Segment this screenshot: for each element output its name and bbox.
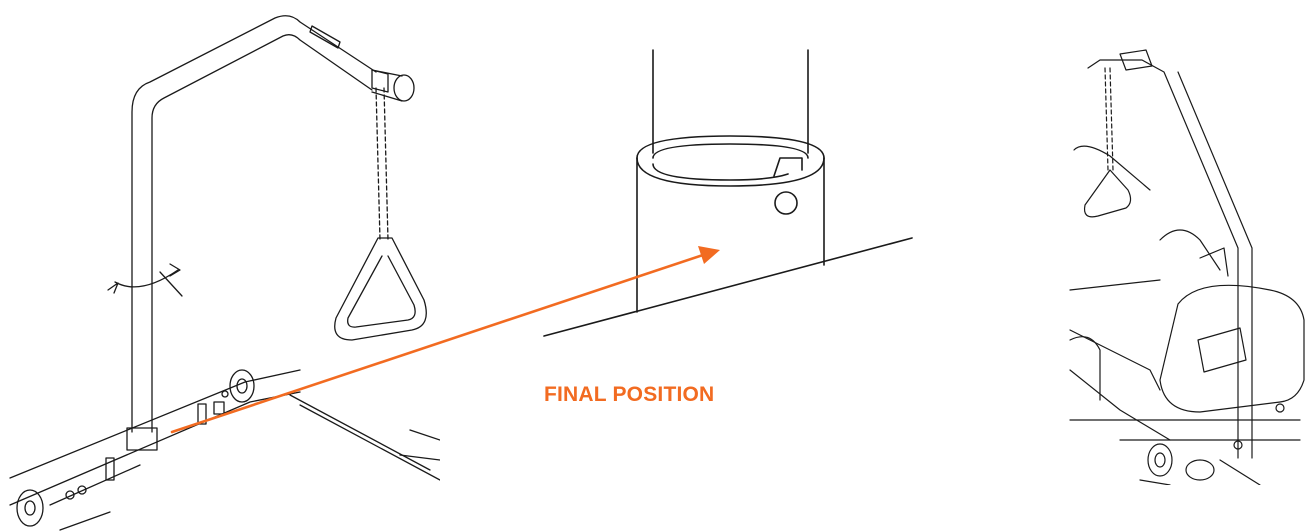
bed-mattress (1069, 279, 1171, 441)
trapeze-chain (375, 87, 389, 241)
bed-footboard (1159, 284, 1305, 413)
post-closeup (652, 49, 809, 154)
final-position-caption: FINAL POSITION (544, 383, 715, 406)
trapeze-post (131, 15, 377, 433)
socket-closeup-illustration (543, 49, 913, 337)
trapeze-assembly-illustration (9, 15, 440, 531)
socket-closeup (636, 157, 825, 313)
bed-with-trapeze-illustration (1069, 49, 1305, 485)
locking-pin (774, 191, 798, 215)
